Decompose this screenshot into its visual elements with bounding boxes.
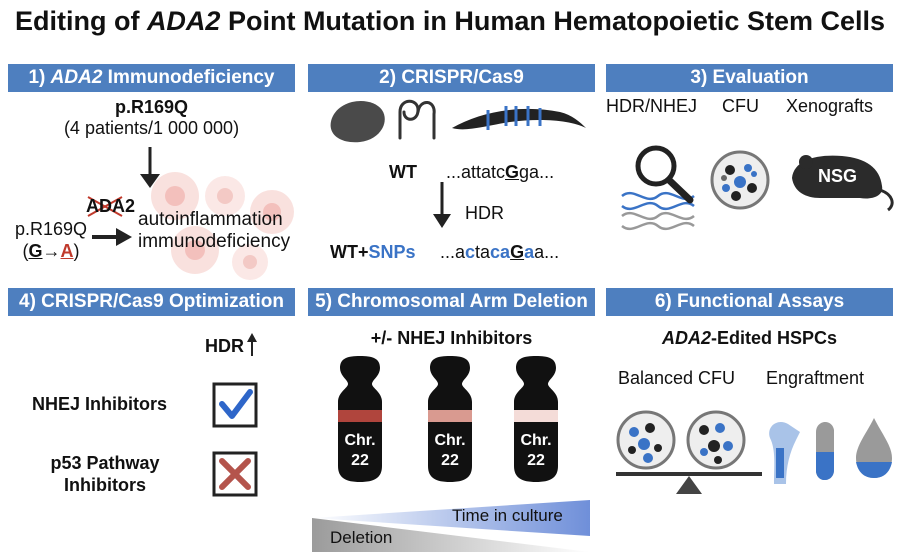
deletion-wedge [312,518,590,552]
page-title: Editing of ADA2 Point Mutation in Human … [14,6,886,36]
cas9-protein-icon [330,100,385,143]
prevalence-label: (4 patients/1 000 000) [63,118,240,138]
balanced-cfu-label: Balanced CFU [618,368,736,388]
chr3-label-a: Chr. [520,432,552,449]
chr1-label-b: 22 [351,452,369,469]
spleen-icon [816,421,834,481]
blood-drop-icon [856,418,892,478]
down-arrow-icon [140,147,160,188]
chr1-label-a: Chr. [344,432,376,449]
wt-sequence: ...attatcGga... [446,162,555,182]
edited-sequence: ...actacaGaa... [440,242,560,262]
nhej-subtitle: +/- NHEJ Inhibitors [370,328,533,348]
eval-label-hdr-nhej: HDR/NHEJ [606,96,698,116]
panel1-banner: 1) ADA2 Immunodeficiency [8,64,295,92]
panel4-banner: 4) CRISPR/Cas9 Optimization [8,288,295,316]
up-arrow-icon [247,333,257,356]
panel3-banner: 3) Evaluation [606,64,893,92]
inflamed-cells-icon [151,172,294,280]
cut-site-markers [486,106,542,130]
crossed-out-mark-icon [87,196,123,217]
dna-strand-icon [452,108,586,130]
mouse-label: NSG [818,166,858,186]
mouse-icon [792,155,894,212]
band-2 [428,410,472,422]
bone-marrow-icon [769,421,800,484]
mutation-label: p.R169Q [14,219,88,239]
chromosome-2-icon [428,356,472,482]
p53-inhibitors-label-line1: p53 Pathway [50,453,160,473]
checkbox-checked-icon [212,382,258,428]
eval-label-cfu: CFU [722,96,759,116]
chr2-label-b: 22 [441,452,459,469]
band-3 [514,410,558,422]
chromosome-3-icon [514,356,558,482]
hdr-down-arrow-icon [433,182,451,228]
chr3-label-b: 22 [527,452,545,469]
wt-label: WT [389,162,417,182]
band-1 [338,410,382,422]
chromosome-1-icon [338,356,382,482]
time-wedge [312,500,590,536]
variant-label: p.R169Q [114,97,189,117]
gene-label: ADA2 [86,196,136,216]
chr2-label-a: Chr. [434,432,466,449]
effect-immunodeficiency: immunodeficiency [138,231,291,252]
checkbox-crossed-icon [212,451,258,497]
hdr-increase-label: HDR [205,336,244,356]
hspc-subtitle: ADA2-Edited HSPCs [661,328,838,348]
guide-rna-icon [398,99,436,140]
magnifier-dna-icon [621,145,695,231]
right-arrow-icon [92,228,132,246]
panel2-banner: 2) CRISPR/Cas9 [308,64,595,92]
eval-label-xenografts: Xenografts [786,96,874,116]
nhej-inhibitors-label: NHEJ Inhibitors [32,394,168,414]
time-in-culture-label: Time in culture [452,506,563,525]
mutation-change: (G→A) [22,241,80,261]
effect-autoinflammation: autoinflammation [138,209,283,230]
hdr-label: HDR [465,203,504,223]
deletion-label: Deletion [330,528,393,547]
panel5-banner: 5) Chromosomal Arm Deletion [308,288,595,316]
cfu-dish-left-icon [616,410,676,470]
cfu-dish-right-icon [686,410,746,470]
cfu-dish-icon [710,150,770,210]
balance-scale-icon [616,472,762,494]
p53-inhibitors-label-line2: Inhibitors [64,475,146,495]
panel6-banner: 6) Functional Assays [606,288,893,316]
engraftment-label: Engraftment [766,368,865,388]
edited-label: WT+SNPs [330,242,416,262]
